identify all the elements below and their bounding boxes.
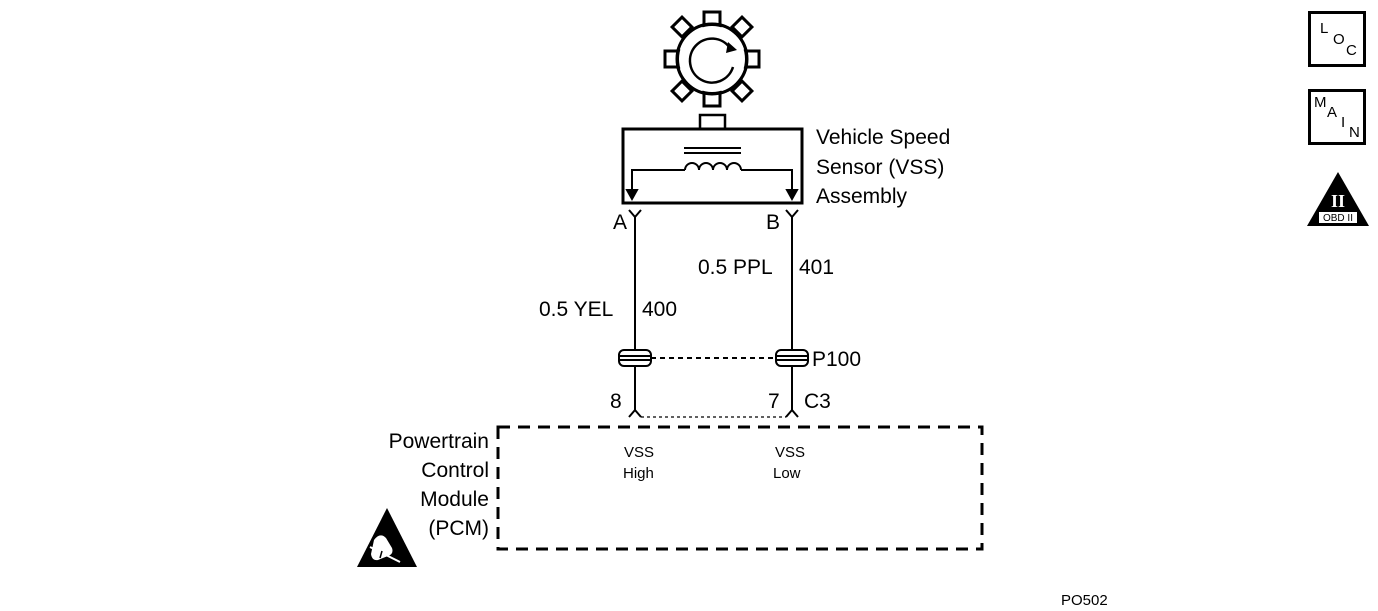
wire-400-circuit-label: 400 bbox=[642, 298, 677, 321]
esd-warning-icon bbox=[357, 508, 417, 567]
pcm-input-vss-high-line-2: High bbox=[623, 465, 654, 482]
main-letter-i: I bbox=[1341, 114, 1346, 131]
main-letter-a: A bbox=[1327, 104, 1338, 121]
connector-name-label: P100 bbox=[812, 348, 861, 371]
sensor-name-line-3: Assembly bbox=[816, 185, 908, 208]
pcm-input-vss-high-line-1: VSS bbox=[624, 444, 654, 461]
obd-ii-button[interactable]: II OBD II bbox=[1305, 170, 1371, 228]
pcm-name-line-1: Powertrain bbox=[389, 430, 489, 453]
pcm-name-line-3: Module bbox=[420, 488, 489, 511]
coil-icon bbox=[625, 147, 799, 202]
connector-c3-label: C3 bbox=[804, 390, 831, 413]
main-letter-m: M bbox=[1314, 94, 1327, 111]
inline-connector-p100 bbox=[618, 349, 809, 367]
wire-401-circuit-label: 401 bbox=[799, 256, 834, 279]
wire-401-color-label: 0.5 PPL bbox=[698, 256, 773, 279]
pin-7-label: 7 bbox=[768, 390, 780, 413]
pcm-terminals bbox=[628, 408, 799, 418]
sensor-name-line-1: Vehicle Speed bbox=[816, 126, 950, 149]
wire-400-color-label: 0.5 YEL bbox=[539, 298, 613, 321]
pin-a-label: A bbox=[613, 211, 627, 234]
pcm-module-box bbox=[496, 425, 984, 551]
pcm-input-vss-low-line-2: Low bbox=[773, 465, 801, 482]
pin-8-label: 8 bbox=[610, 390, 622, 413]
figure-id: PO502 bbox=[1061, 592, 1108, 609]
main-menu-button[interactable]: M A I N bbox=[1308, 89, 1366, 145]
obd-symbol: II bbox=[1331, 191, 1345, 211]
loc-letter-l: L bbox=[1320, 20, 1329, 37]
pcm-name-line-4: (PCM) bbox=[428, 517, 489, 540]
obd-label: OBD II bbox=[1323, 213, 1353, 224]
loc-letter-o: O bbox=[1333, 31, 1345, 48]
sensor-name-line-2: Sensor (VSS) bbox=[816, 156, 944, 179]
pcm-name-line-2: Control bbox=[421, 459, 489, 482]
main-letter-n: N bbox=[1349, 124, 1360, 141]
loc-letter-c: C bbox=[1346, 42, 1357, 59]
pin-b-label: B bbox=[766, 211, 780, 234]
reluctor-wheel-icon bbox=[663, 10, 761, 108]
pcm-input-vss-low-line-1: VSS bbox=[775, 444, 805, 461]
sensor-tab bbox=[698, 113, 727, 131]
location-button[interactable]: L O C bbox=[1308, 11, 1366, 67]
